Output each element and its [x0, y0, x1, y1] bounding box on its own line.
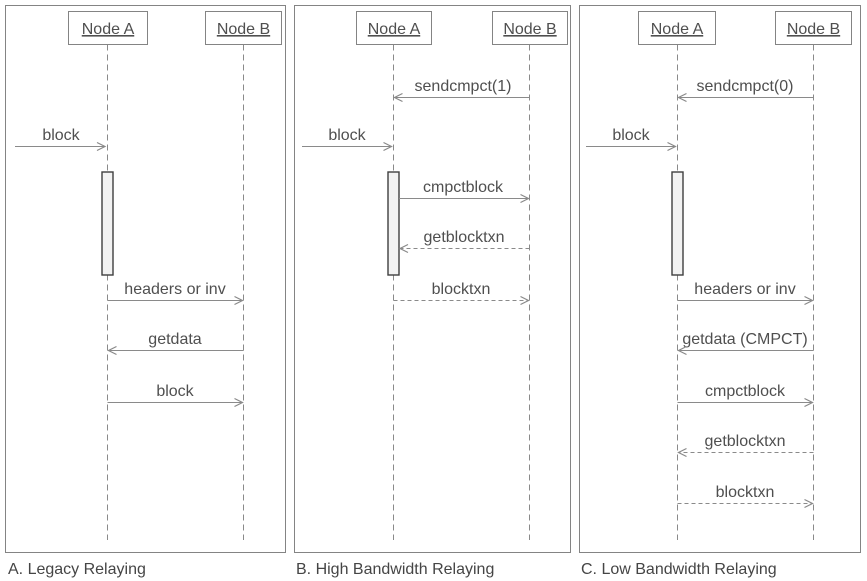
panel-frame	[294, 5, 571, 553]
message-label: block	[612, 127, 650, 144]
panel-frame	[579, 5, 861, 553]
message-label: block	[42, 127, 80, 144]
panel-caption: C. Low Bandwidth Relaying	[581, 561, 777, 578]
panel-frame	[5, 5, 286, 553]
activation-bar	[101, 171, 114, 276]
message-label: headers or inv	[694, 281, 795, 298]
message-label: getdata	[148, 331, 201, 348]
panel-high-bandwidth-relaying: Node A Node B sendcmpct(1) block cmpctbl…	[294, 5, 571, 578]
message-label: cmpctblock	[705, 383, 786, 400]
node-b-box	[205, 11, 282, 45]
actor-label: Node B	[787, 21, 840, 38]
actor-label: Node B	[503, 21, 556, 38]
panel-legacy-relaying: Node A Node B block headers or inv getda…	[5, 5, 286, 578]
node-b-box	[775, 11, 852, 45]
panel-low-bandwidth-relaying: Node A Node B sendcmpct(0) block headers…	[579, 5, 861, 578]
activation-bar	[671, 171, 684, 276]
node-a-box	[68, 11, 148, 45]
panel-caption: B. High Bandwidth Relaying	[296, 561, 494, 578]
message-label: getdata (CMPCT)	[682, 331, 807, 348]
actor-label: Node A	[368, 21, 421, 38]
message-label: sendcmpct(0)	[697, 78, 794, 95]
message-label: blocktxn	[716, 484, 775, 501]
activation-bar	[387, 171, 400, 276]
actor-label: Node B	[217, 21, 270, 38]
message-label: sendcmpct(1)	[415, 78, 512, 95]
message-label: cmpctblock	[423, 179, 504, 196]
node-a-box	[356, 11, 432, 45]
message-label: getblocktxn	[424, 229, 505, 246]
panel-caption: A. Legacy Relaying	[8, 561, 146, 578]
message-label: block	[328, 127, 366, 144]
node-b-box	[492, 11, 568, 45]
message-label: blocktxn	[432, 281, 491, 298]
message-label: block	[156, 383, 194, 400]
actor-label: Node A	[651, 21, 704, 38]
actor-label: Node A	[82, 21, 135, 38]
node-a-box	[638, 11, 716, 45]
message-label: headers or inv	[124, 281, 225, 298]
message-label: getblocktxn	[705, 433, 786, 450]
